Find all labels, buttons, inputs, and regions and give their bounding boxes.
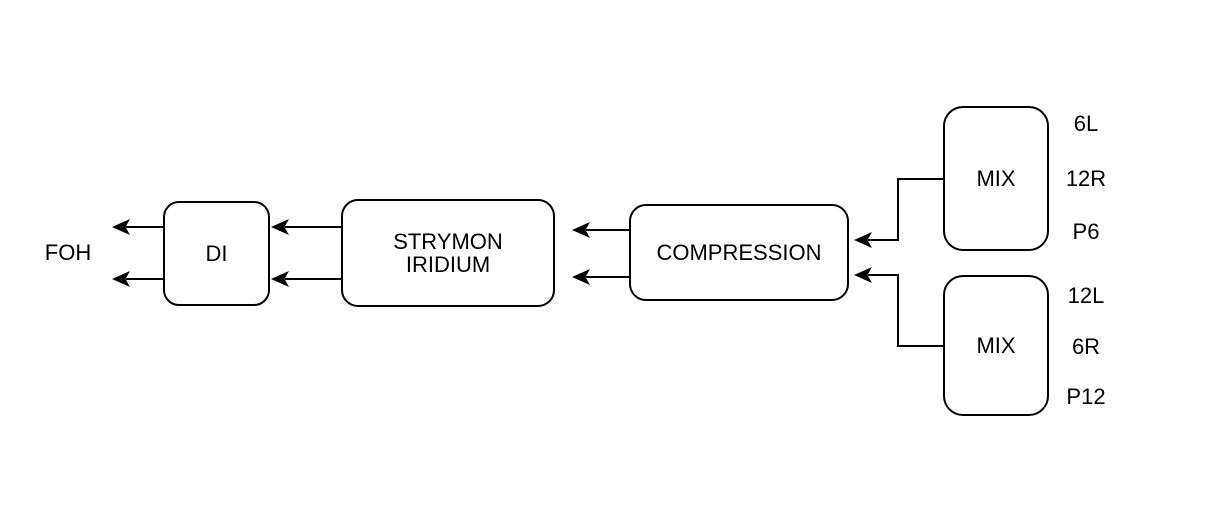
node-compression-label: COMPRESSION: [656, 239, 822, 265]
node-strymon-iridium-label: STRYMON IRIDIUM: [393, 228, 503, 277]
arrow-mix-bottom-to-compression: [854, 267, 943, 347]
node-di-label: DI: [205, 240, 228, 266]
node-mix-bottom-label: MIX: [976, 332, 1016, 358]
node-mix-top-label: MIX: [976, 165, 1016, 191]
port-label-p12: P12: [1066, 384, 1106, 409]
node-strymon-iridium: STRYMON IRIDIUM: [341, 199, 555, 307]
foh-label: FOH: [44, 240, 92, 265]
port-label-6r: 6R: [1071, 334, 1101, 359]
arrow-mix-top-to-compression: [854, 178, 943, 248]
port-label-6l: 6L: [1073, 111, 1099, 136]
node-di: DI: [163, 201, 270, 306]
node-mix-top: MIX: [943, 106, 1049, 251]
port-label-12r: 12R: [1065, 166, 1107, 191]
node-compression: COMPRESSION: [629, 204, 849, 301]
node-mix-bottom: MIX: [943, 275, 1049, 416]
port-label-p6: P6: [1072, 219, 1100, 244]
port-label-12l: 12L: [1067, 283, 1105, 308]
